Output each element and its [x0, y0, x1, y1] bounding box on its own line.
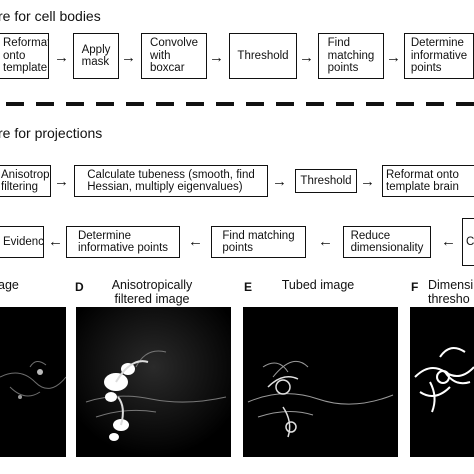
step-apply-mask: Apply mask	[73, 33, 119, 79]
projections-title: re for projections	[0, 125, 103, 141]
step-determine-informative: Determine informative points	[404, 33, 474, 79]
panel-c-image	[0, 307, 66, 457]
arrow-right-icon: →	[54, 49, 69, 66]
section-divider	[6, 102, 474, 106]
panel-e-title: Tubed image	[281, 278, 355, 292]
step-threshold: Threshold	[229, 33, 297, 79]
panel-f-letter: F	[411, 280, 419, 294]
arrow-left-icon: ←	[188, 233, 203, 250]
arrow-right-icon: →	[360, 173, 375, 190]
step-threshold-proj: Threshold	[295, 169, 357, 193]
panel-f-title: Dimensi thresho	[428, 278, 474, 306]
panel-c-title: age	[0, 278, 19, 292]
step-convolve: Convolve with boxcar	[141, 33, 207, 79]
arrow-right-icon: →	[54, 173, 69, 190]
step-reformat: Reformat onto template	[0, 33, 49, 79]
arrow-left-icon: ←	[318, 233, 333, 250]
panel-d-title: Anisotropically filtered image	[111, 278, 193, 306]
step-calculate-tubeness: Calculate tubeness (smooth, find Hessian…	[74, 165, 268, 197]
step-find-matching: Find matching points	[318, 33, 384, 79]
step-evidence: Evidence	[0, 226, 44, 258]
arrow-right-icon: →	[272, 173, 287, 190]
cell-bodies-title: re for cell bodies	[0, 8, 101, 24]
step-reduce-dimensionality: Reduce dimensionality	[343, 226, 431, 258]
arrow-left-icon: ←	[441, 233, 456, 250]
panel-e-letter: E	[244, 280, 253, 294]
step-determine-informative-proj: Determine informative points	[66, 226, 180, 258]
panel-d-image	[76, 307, 231, 457]
arrow-right-icon: →	[121, 49, 136, 66]
step-clipped: C	[462, 218, 474, 266]
arrow-left-icon: ←	[48, 233, 63, 250]
arrow-right-icon: →	[209, 49, 224, 66]
arrow-right-icon: →	[386, 49, 401, 66]
panel-e-image	[243, 307, 398, 457]
panel-d-letter: D	[75, 280, 84, 294]
step-find-matching-proj: Find matching points	[211, 226, 306, 258]
step-reformat-template: Reformat onto template brain	[382, 165, 474, 197]
step-anisotropic: Anisotropic filtering	[0, 165, 51, 197]
arrow-right-icon: →	[299, 49, 314, 66]
panel-f-image	[410, 307, 474, 457]
